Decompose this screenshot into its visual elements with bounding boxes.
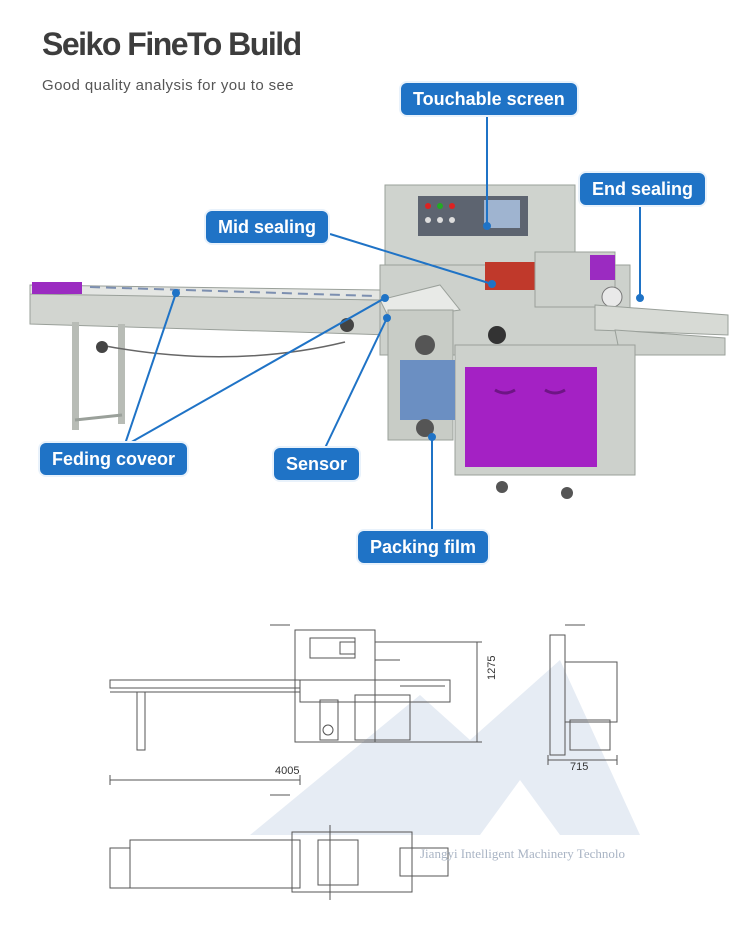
dimension-length: 4005 xyxy=(275,765,300,777)
callout-leader-lines xyxy=(124,114,644,533)
callout-mid-sealing: Mid sealing xyxy=(206,211,329,243)
callout-packing-film: Packing film xyxy=(358,531,489,563)
technical-drawings xyxy=(109,624,640,900)
callout-end-sealing: End sealing xyxy=(580,173,706,205)
callout-touchable-screen: Touchable screen xyxy=(401,83,577,115)
machine-illustration xyxy=(29,184,729,499)
callout-feeding-conveyor: Feding coveor xyxy=(40,443,188,475)
watermark-text: Jiangyi Intelligent Machinery Technolo xyxy=(420,846,625,861)
page-subtitle: Good quality analysis for you to see xyxy=(42,77,295,94)
dimension-height: 1275 xyxy=(486,655,498,680)
page-title: Seiko FineTo Build xyxy=(42,26,302,62)
callout-sensor: Sensor xyxy=(274,448,360,480)
dimension-width: 715 xyxy=(570,761,589,773)
